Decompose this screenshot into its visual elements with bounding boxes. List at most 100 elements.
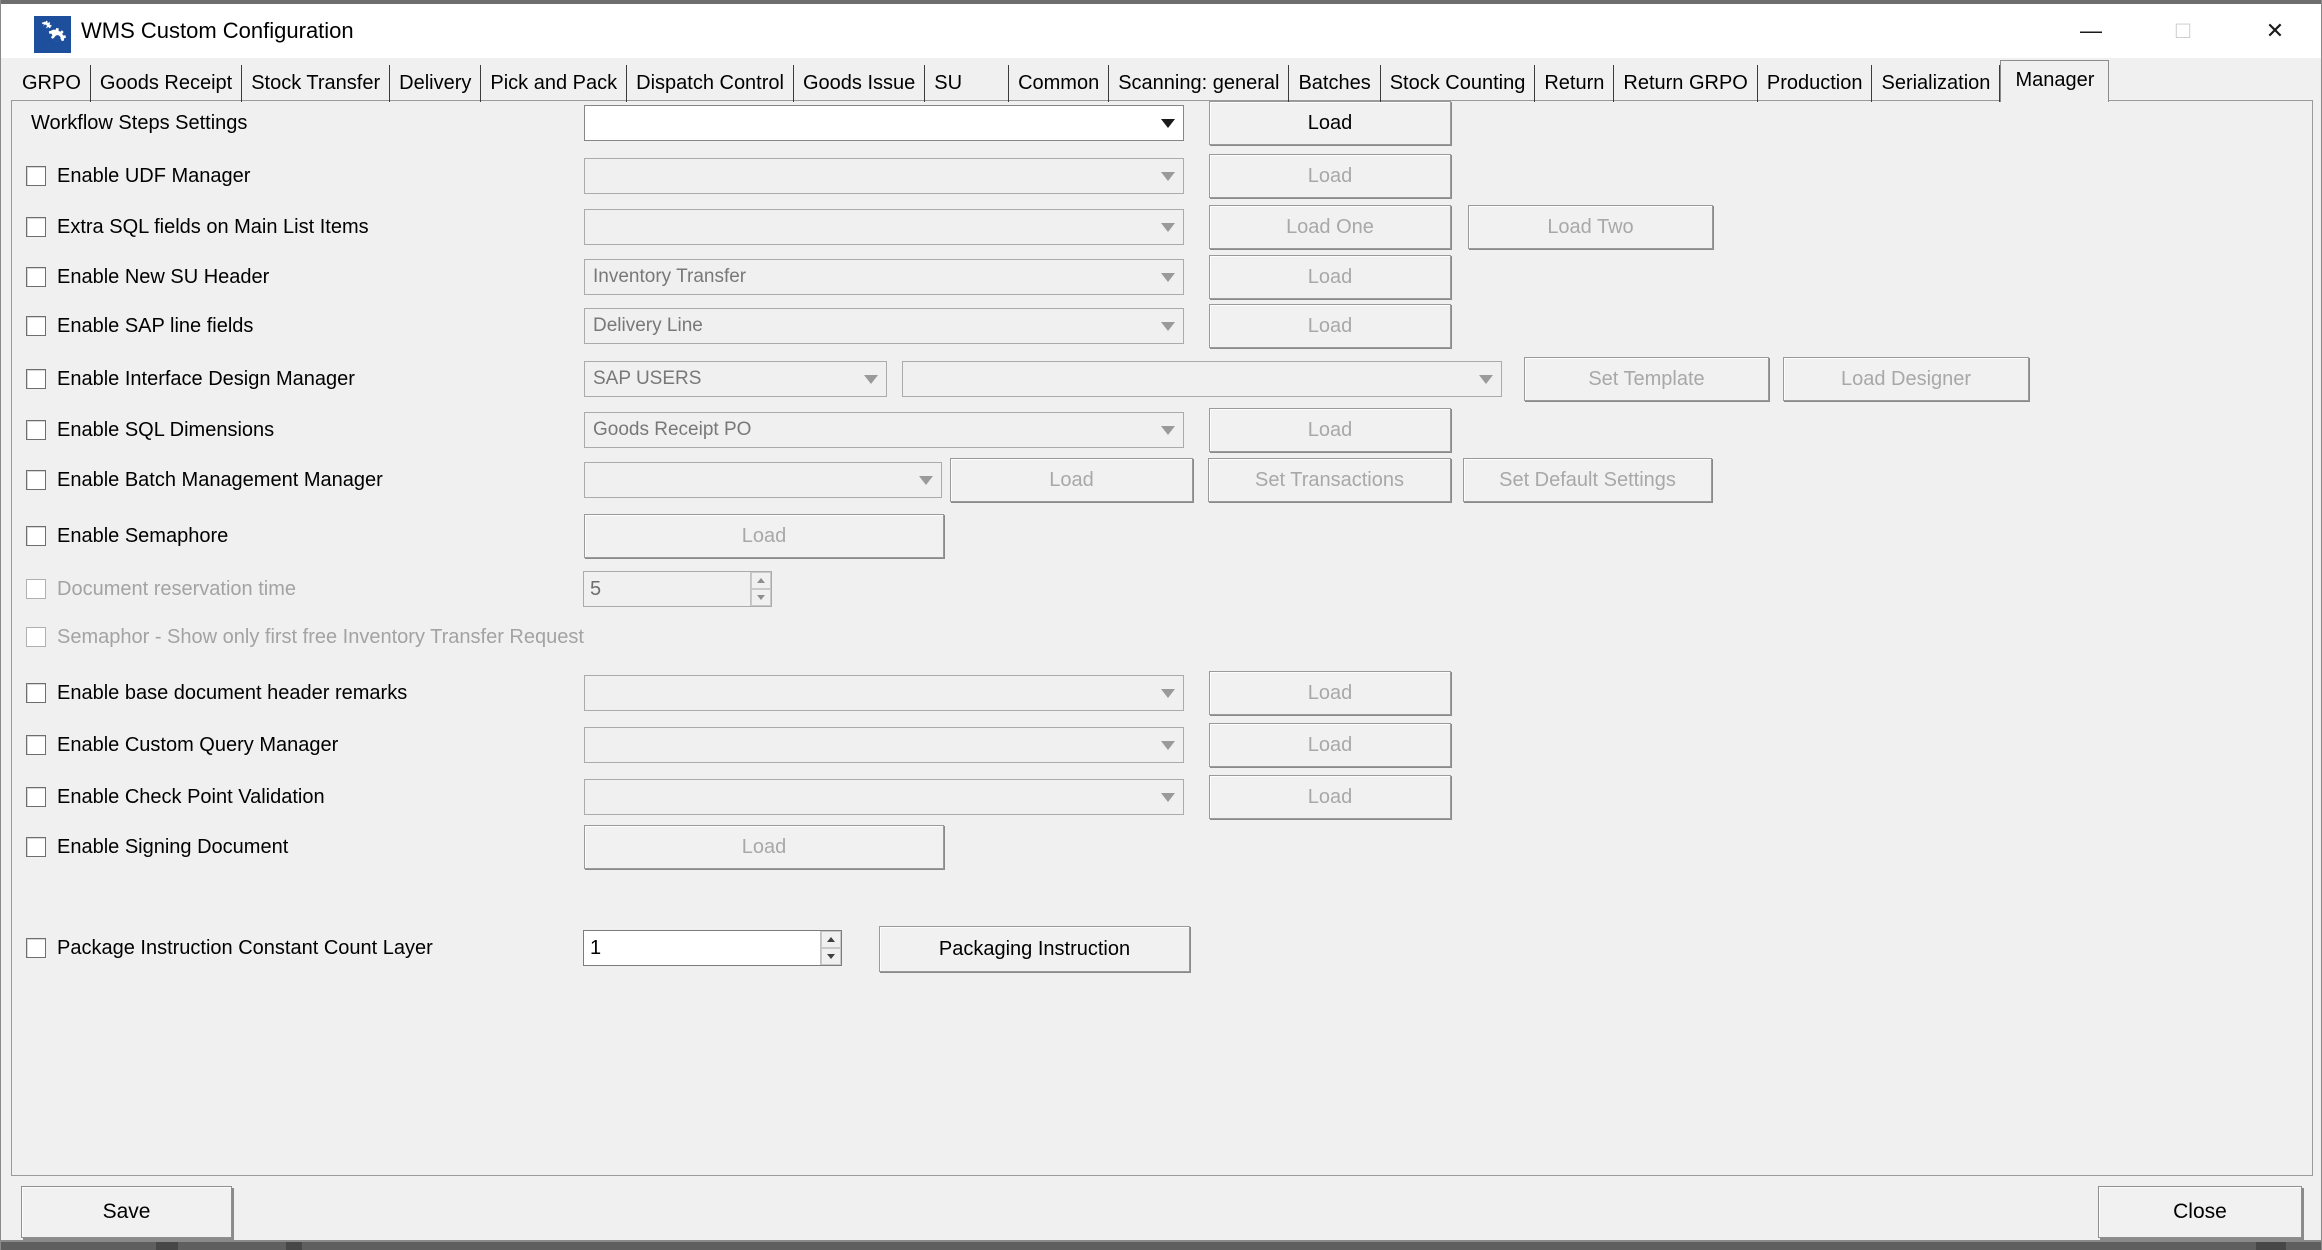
sql-dimensions-load-button: Load (1209, 408, 1451, 452)
chevron-down-icon (856, 362, 886, 396)
chevron-down-icon (1153, 159, 1183, 193)
taskbar-segment (156, 1242, 178, 1250)
sap-line-fields-load-button: Load (1209, 304, 1451, 348)
tab-su[interactable]: SU (925, 65, 1010, 102)
packaging-instruction-button[interactable]: Packaging Instruction (879, 926, 1190, 972)
new-su-header-checkbox[interactable] (26, 267, 46, 287)
chevron-down-icon[interactable] (1153, 106, 1183, 140)
extra-sql-load-two-button: Load Two (1468, 205, 1713, 249)
minimize-icon[interactable]: — (2080, 18, 2102, 43)
spinner-down-icon[interactable] (821, 948, 841, 965)
spinner-value: 1 (590, 937, 602, 959)
semaphor-first-free-label: Semaphor - Show only first free Inventor… (57, 626, 584, 648)
tab-serialization[interactable]: Serialization (1872, 65, 2001, 102)
udf-manager-checkbox[interactable] (26, 166, 46, 186)
custom-query-checkbox[interactable] (26, 735, 46, 755)
chevron-down-icon (1153, 413, 1183, 447)
workflow-steps-label: Workflow Steps Settings (31, 112, 248, 134)
package-instruction-label: Package Instruction Constant Count Layer (57, 937, 433, 959)
chevron-down-icon (1153, 728, 1183, 762)
tab-return[interactable]: Return (1535, 65, 1615, 102)
spinner-down-icon (751, 589, 771, 606)
semaphore-label: Enable Semaphore (57, 525, 229, 547)
app-gears-icon (34, 16, 71, 53)
close-icon[interactable]: ✕ (2265, 18, 2285, 43)
tab-goods-issue[interactable]: Goods Issue (794, 65, 926, 102)
combobox-value: Goods Receipt PO (593, 419, 752, 440)
sql-dimensions-label: Enable SQL Dimensions (57, 419, 275, 441)
extra-sql-checkbox[interactable] (26, 217, 46, 237)
set-template-button: Set Template (1524, 357, 1769, 401)
extra-sql-label: Extra SQL fields on Main List Items (57, 216, 369, 238)
tab-grpo[interactable]: GRPO (13, 65, 91, 102)
chevron-down-icon (1153, 309, 1183, 343)
semaphore-load-button: Load (584, 514, 944, 558)
signing-document-label: Enable Signing Document (57, 836, 289, 858)
tab-return-grpo[interactable]: Return GRPO (1614, 65, 1758, 102)
tab-dispatch-control[interactable]: Dispatch Control (627, 65, 794, 102)
workflow-steps-load-button[interactable]: Load (1209, 101, 1451, 145)
batch-management-checkbox[interactable] (26, 470, 46, 490)
combobox-value: SAP USERS (593, 368, 702, 389)
extra-sql-load-one-button: Load One (1209, 205, 1451, 249)
workflow-steps-combobox[interactable] (584, 105, 1184, 141)
taskbar-strip (1, 1242, 2321, 1250)
tab-delivery[interactable]: Delivery (390, 65, 482, 102)
doc-reservation-label: Document reservation time (57, 578, 296, 600)
set-default-settings-button: Set Default Settings (1463, 458, 1712, 502)
chevron-down-icon (911, 463, 941, 497)
combobox-value: Delivery Line (593, 315, 703, 336)
signing-document-checkbox[interactable] (26, 837, 46, 857)
udf-manager-combobox (584, 158, 1184, 194)
sql-dimensions-checkbox[interactable] (26, 420, 46, 440)
batch-management-load-button: Load (950, 458, 1193, 502)
sql-dimensions-combobox: Goods Receipt PO (584, 412, 1184, 448)
chevron-down-icon (1153, 676, 1183, 710)
custom-query-load-button: Load (1209, 723, 1451, 767)
tab-scanning-general[interactable]: Scanning: general (1109, 65, 1290, 102)
sap-line-fields-checkbox[interactable] (26, 316, 46, 336)
tab-batches[interactable]: Batches (1289, 65, 1381, 102)
maximize-icon[interactable]: □ (2175, 17, 2191, 44)
interface-design-template-combobox (902, 361, 1502, 397)
save-button[interactable]: Save (21, 1186, 232, 1238)
tab-goods-receipt[interactable]: Goods Receipt (91, 65, 243, 102)
package-instruction-checkbox[interactable] (26, 938, 46, 958)
load-designer-button: Load Designer (1783, 357, 2029, 401)
close-button[interactable]: Close (2098, 1186, 2302, 1238)
sap-line-fields-label: Enable SAP line fields (57, 315, 254, 337)
base-doc-remarks-combobox (584, 675, 1184, 711)
check-point-combobox (584, 779, 1184, 815)
sap-line-fields-combobox: Delivery Line (584, 308, 1184, 344)
chevron-down-icon (1471, 362, 1501, 396)
interface-design-users-combobox: SAP USERS (584, 361, 887, 397)
tab-stock-counting[interactable]: Stock Counting (1381, 65, 1536, 102)
semaphore-checkbox[interactable] (26, 526, 46, 546)
check-point-load-button: Load (1209, 775, 1451, 819)
signing-document-load-button: Load (584, 825, 944, 869)
package-instruction-spinner[interactable]: 1 (583, 930, 842, 966)
tab-manager[interactable]: Manager (2000, 60, 2110, 102)
spinner-up-icon[interactable] (821, 931, 841, 948)
tab-common[interactable]: Common (1009, 65, 1110, 102)
tab-production[interactable]: Production (1758, 65, 1873, 102)
batch-management-combobox (584, 462, 942, 498)
taskbar-segment (2256, 1242, 2286, 1250)
window-bottom-border (1, 1240, 2321, 1242)
set-transactions-button: Set Transactions (1208, 458, 1451, 502)
doc-reservation-checkbox (26, 579, 46, 599)
udf-manager-load-button: Load (1209, 154, 1451, 198)
new-su-header-combobox: Inventory Transfer (584, 259, 1184, 295)
interface-design-checkbox[interactable] (26, 369, 46, 389)
doc-reservation-spinner: 5 (583, 571, 772, 607)
chevron-down-icon (1153, 260, 1183, 294)
check-point-checkbox[interactable] (26, 787, 46, 807)
base-doc-remarks-checkbox[interactable] (26, 683, 46, 703)
tab-pick-and-pack[interactable]: Pick and Pack (481, 65, 628, 102)
taskbar-segment (286, 1242, 302, 1250)
tab-stock-transfer[interactable]: Stock Transfer (242, 65, 391, 102)
custom-query-combobox (584, 727, 1184, 763)
spinner-up-icon (751, 572, 771, 589)
